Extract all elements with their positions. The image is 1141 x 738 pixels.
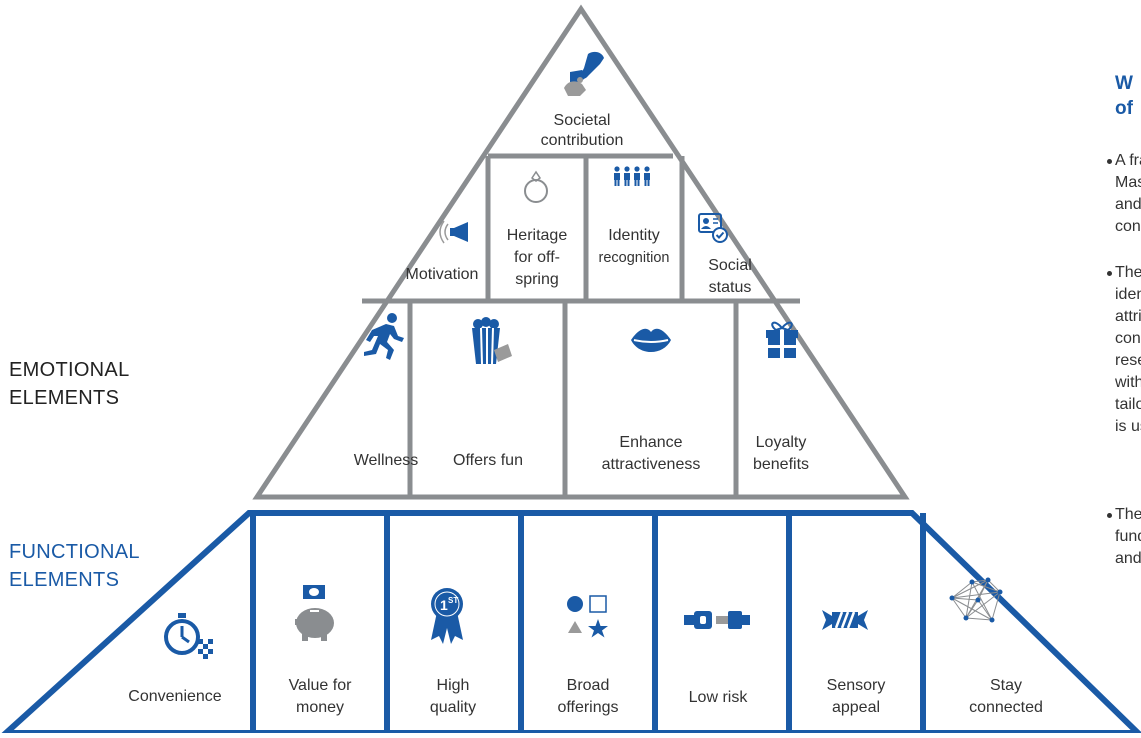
functional-label-line: ELEMENTS: [9, 569, 120, 591]
emotional-elements-label: EMOTIONAL ELEMENTS: [9, 356, 130, 412]
bullet-line: and t: [1115, 196, 1141, 213]
label-convenience: Convenience: [128, 688, 222, 705]
label-broad-1: Broad: [567, 677, 610, 694]
bullet-dot: [1107, 159, 1112, 164]
label-heritage-1: Heritage: [507, 227, 568, 244]
ring-icon: [524, 170, 548, 203]
svg-text:1: 1: [440, 597, 448, 613]
stopwatch-icon: [164, 613, 213, 659]
label-enhance-1: Enhance: [619, 434, 682, 451]
bullet-line: The c: [1115, 264, 1141, 281]
seatbelt-icon: [684, 611, 750, 629]
bullet-line: is use: [1115, 418, 1141, 435]
label-sensory-2: appeal: [832, 699, 880, 716]
label-low-risk: Low risk: [689, 689, 749, 706]
emotional-outline: [252, 4, 910, 500]
runner-icon: [364, 313, 404, 360]
functional-elements-label: FUNCTIONAL ELEMENTS: [9, 538, 140, 594]
bullet-dot: [1107, 513, 1112, 518]
hand-giving-icon: [564, 51, 604, 96]
label-identity-2: recognition: [599, 250, 670, 266]
label-societal-2: contribution: [541, 132, 624, 149]
label-quality-2: quality: [430, 699, 476, 716]
emotional-label-line: ELEMENTS: [9, 387, 120, 409]
label-social-2: status: [709, 279, 752, 296]
label-stay-2: connected: [969, 699, 1043, 716]
bullet-line: The f: [1115, 506, 1141, 523]
bullet-line: and e: [1115, 550, 1141, 567]
gift-icon: [766, 321, 798, 358]
label-loyalty-2: benefits: [753, 456, 809, 473]
piggy-bank-icon: [295, 585, 334, 641]
label-value-2: money: [296, 699, 344, 716]
shapes-icon: [567, 595, 608, 638]
label-offers-fun: Offers fun: [453, 452, 523, 469]
bullet-line: resea: [1115, 352, 1141, 369]
side-title-line: W: [1115, 73, 1133, 94]
popcorn-icon: [472, 317, 512, 365]
label-wellness: Wellness: [354, 452, 419, 469]
bullet-dot: [1107, 271, 1112, 276]
bullet-line: funda: [1115, 528, 1141, 545]
label-stay-1: Stay: [990, 677, 1022, 694]
label-broad-2: offerings: [557, 699, 618, 716]
functional-label-line: FUNCTIONAL: [9, 541, 140, 563]
label-heritage-2: for off-: [514, 249, 560, 266]
bullet-line: tailor: [1115, 396, 1141, 413]
label-heritage-3: spring: [515, 271, 559, 288]
emotional-label-line: EMOTIONAL: [9, 359, 130, 381]
bullet-line: ident: [1115, 286, 1141, 303]
bullet-line: A fran: [1115, 152, 1141, 169]
emotional-pyramid: [252, 4, 910, 500]
label-sensory-1: Sensory: [827, 677, 886, 694]
lips-icon: [631, 328, 671, 352]
svg-text:ST: ST: [448, 596, 458, 605]
label-societal-1: Societal: [554, 112, 611, 129]
label-value-1: Value for: [289, 677, 353, 694]
side-panel-title: W of: [1115, 71, 1133, 121]
first-place-ribbon-icon: 1 ST: [431, 588, 463, 644]
side-text-panel: W of A fran Masl and t cons The c ident …: [1097, 71, 1141, 631]
label-motivation: Motivation: [406, 266, 479, 283]
candy-icon: [822, 610, 868, 630]
bullet-line: Masl: [1115, 174, 1141, 191]
bullet-line: with: [1115, 374, 1141, 391]
label-identity-1: Identity: [608, 227, 660, 244]
bullet-line: cons: [1115, 330, 1141, 347]
id-badge-icon: [698, 213, 728, 243]
bullet-line: cons: [1115, 218, 1141, 235]
network-icon: [949, 577, 1003, 623]
megaphone-icon: [439, 220, 468, 244]
label-loyalty-1: Loyalty: [756, 434, 807, 451]
label-social-1: Social: [708, 257, 752, 274]
label-quality-1: High: [437, 677, 470, 694]
label-enhance-2: attractiveness: [602, 456, 701, 473]
bullet-line: attrib: [1115, 308, 1141, 325]
side-title-line: of: [1115, 98, 1133, 119]
people-group-icon: [614, 166, 650, 186]
